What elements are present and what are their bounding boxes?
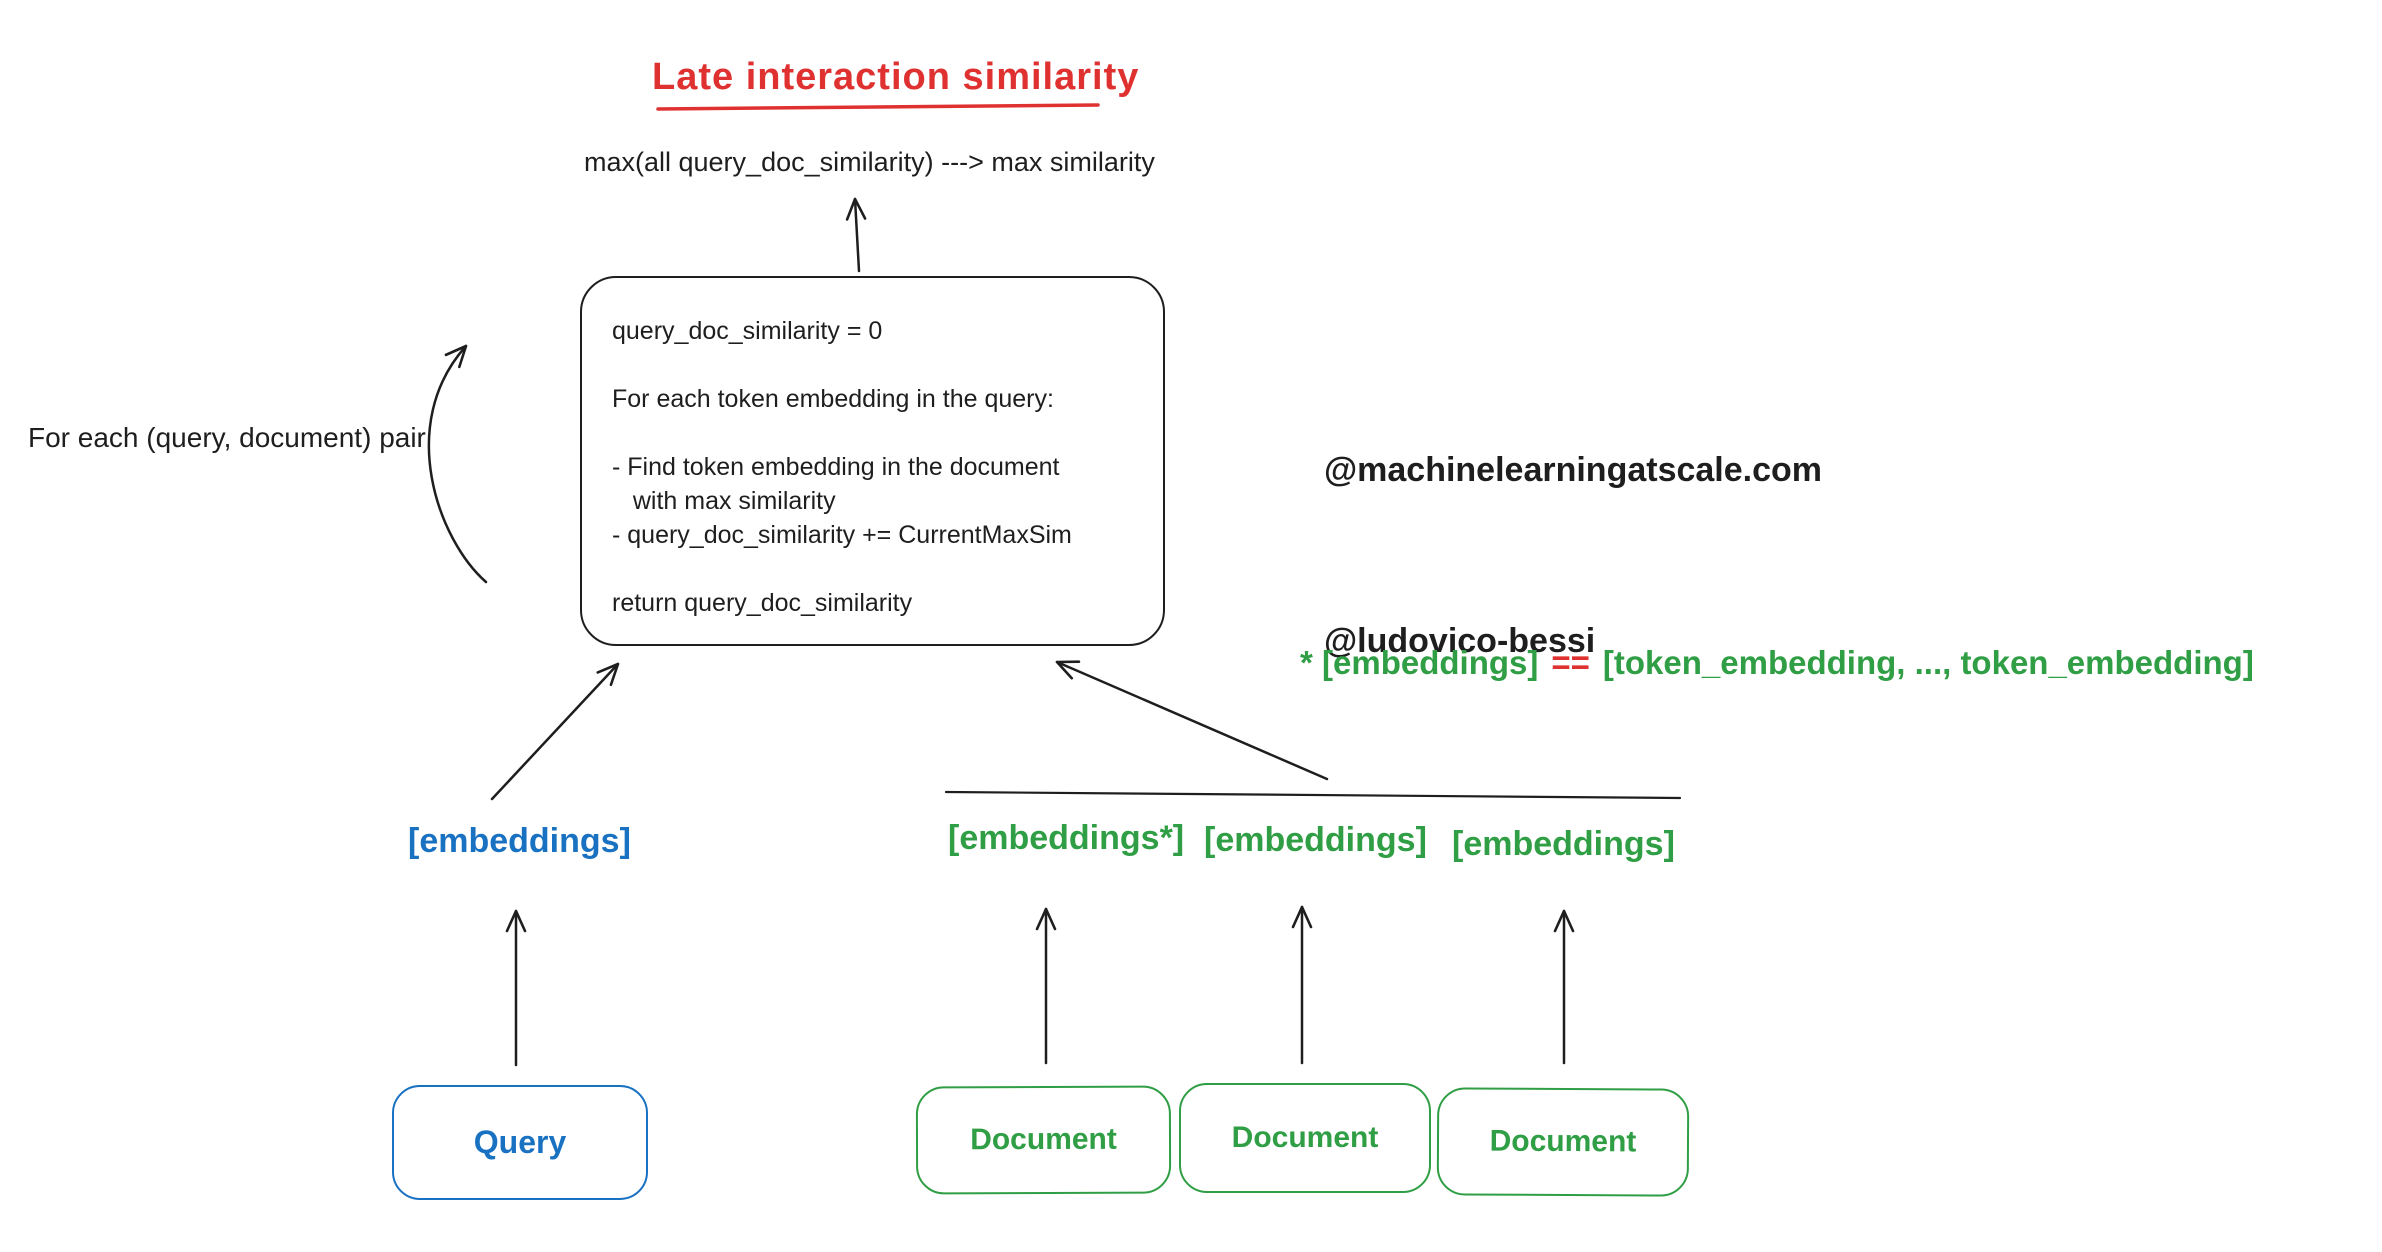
algo-line: - query_doc_similarity += CurrentMaxSim [612, 521, 1072, 549]
algorithm-box: query_doc_similarity = 0 For each token … [580, 276, 1165, 646]
document-node-label: Document [1489, 1124, 1637, 1159]
legend-lhs: * [embeddings] [1300, 644, 1539, 681]
doc-embeddings-group-line [944, 790, 1682, 800]
arrow-loop-to-box [427, 344, 488, 584]
query-node: Query [392, 1085, 648, 1200]
document-node-2: Document [1179, 1083, 1431, 1193]
legend-rhs: [token_embedding, ..., token_embedding] [1602, 644, 2254, 681]
document2-embeddings-label: [embeddings] [1204, 821, 1427, 859]
algo-line: with max similarity [612, 487, 836, 515]
legend-equals: == [1551, 644, 1590, 681]
arrow-box-to-max-note [845, 197, 867, 273]
document-node-label: Document [1231, 1121, 1379, 1154]
algo-line: For each token embedding in the query: [612, 385, 1054, 413]
diagram-title: Late interaction similarity [652, 56, 1140, 98]
loop-pair-label: For each (query, document) pair [28, 422, 426, 453]
max-similarity-note: max(all query_doc_similarity) ---> max s… [584, 147, 1155, 177]
query-embeddings-label: [embeddings] [408, 822, 631, 860]
credit-handle-author: @ludovico-bessi [1324, 622, 1596, 660]
author-credits: @machinelearningatscale.com @ludovico-be… [1324, 328, 1822, 784]
query-node-label: Query [473, 1124, 567, 1160]
algo-line [612, 348, 1143, 382]
algo-line [612, 416, 1143, 450]
arrow-query-embeddings-to-box [490, 662, 620, 801]
document-node-label: Document [970, 1122, 1117, 1157]
algo-line [612, 552, 1143, 586]
algo-line: - Find token embedding in the document [612, 453, 1060, 481]
document-node-1: Document [915, 1085, 1172, 1195]
document3-embeddings-label: [embeddings] [1452, 825, 1675, 863]
document-node-3: Document [1436, 1087, 1690, 1197]
algo-line: query_doc_similarity = 0 [612, 317, 883, 345]
credit-handle-site: @machinelearningatscale.com [1324, 451, 1823, 489]
algo-line: return query_doc_similarity [612, 589, 913, 617]
arrow-doc-embeddings-to-box [1055, 660, 1329, 781]
document1-embeddings-label: [embeddings*] [948, 819, 1185, 857]
embeddings-definition-note: * [embeddings] == [token_embedding, ...,… [1300, 644, 2254, 682]
title-underline [656, 103, 1100, 111]
